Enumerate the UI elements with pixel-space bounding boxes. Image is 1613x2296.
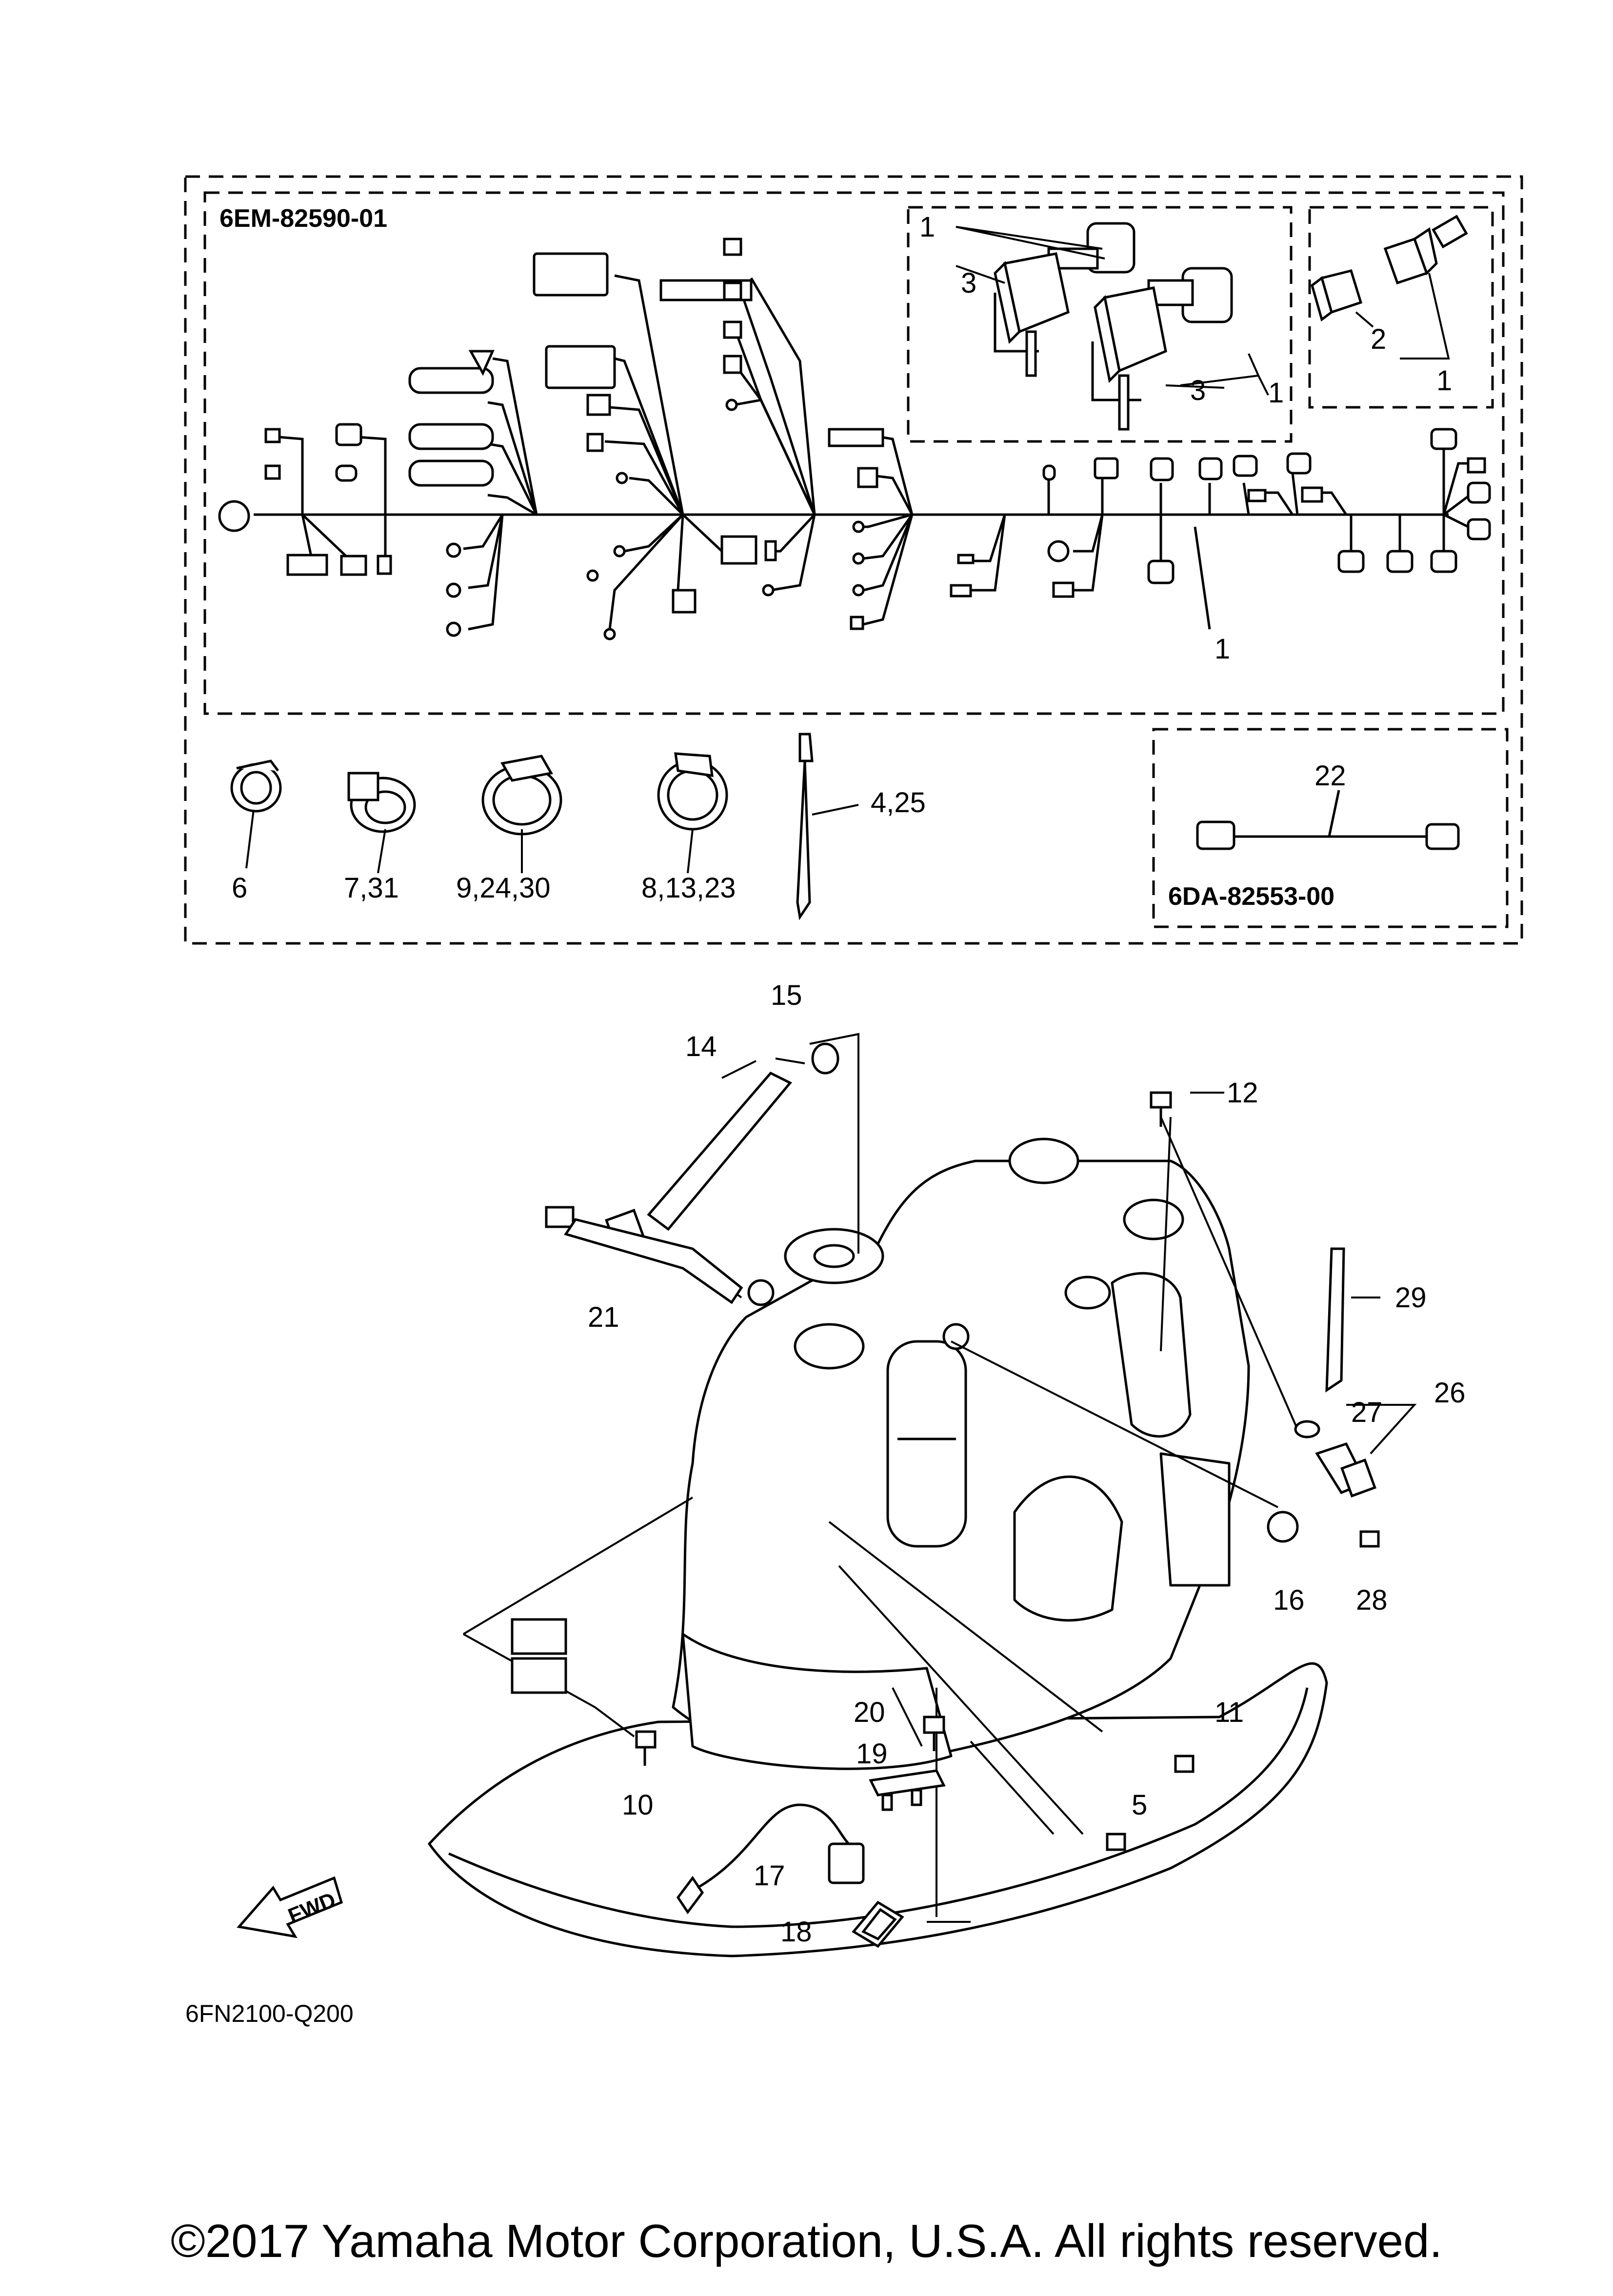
callout-14: 14 (685, 1031, 717, 1062)
callout-16: 16 (1273, 1584, 1305, 1616)
callout-1-coupler: 1 (1436, 365, 1452, 397)
callout-3-relay-right: 3 (1190, 375, 1206, 406)
clamps-row (230, 733, 814, 920)
wire-harness (254, 274, 1474, 631)
callout-1-harness: 1 (1215, 633, 1230, 665)
copyright-notice: ©2017 Yamaha Motor Corporation, U.S.A. A… (170, 2215, 1443, 2267)
callout-11: 11 (1215, 1697, 1244, 1728)
callout-5: 5 (1132, 1789, 1147, 1821)
callout-6: 6 (232, 872, 247, 904)
coupler-leaders (1355, 273, 1450, 359)
engine-leaders (462, 1033, 1417, 1923)
relay-dashed-box (907, 206, 1293, 443)
callout-4-25: 4,25 (871, 787, 926, 819)
callout-10: 10 (622, 1789, 654, 1821)
callout-19: 19 (856, 1738, 888, 1770)
callout-9-24-30: 9,24,30 (456, 872, 551, 904)
engine-illustration (428, 1138, 1328, 1957)
harness-part-number: 6EM-82590-01 (219, 204, 387, 233)
callout-3-relay-left: 3 (961, 267, 976, 299)
callout-1-relay-left: 1 (919, 211, 935, 243)
relay-assembly (994, 222, 1233, 431)
starter-motor (886, 1340, 967, 1548)
callout-20: 20 (854, 1697, 885, 1728)
callout-1-relay-right: 1 (1268, 377, 1284, 409)
relay-leaders (956, 226, 1269, 396)
engine-small-parts (237, 1042, 1380, 1948)
figure-code: 6FN2100-Q200 (185, 2000, 354, 2027)
sub-harness-part-number: 6DA-82553-00 (1168, 882, 1334, 911)
callout-17: 17 (754, 1860, 785, 1892)
callout-29: 29 (1395, 1282, 1427, 1314)
harness-dashed-box (203, 191, 1505, 715)
callout-15: 15 (771, 979, 802, 1011)
wire-harness-group (184, 175, 1523, 945)
callout-8-13-23: 8,13,23 (641, 872, 736, 904)
coupler-parts (1311, 215, 1468, 322)
clamps-leaders (245, 804, 859, 874)
sub-harness-dashed-box (1152, 728, 1509, 928)
callout-7-31: 7,31 (344, 872, 399, 904)
callout-26: 26 (1434, 1377, 1466, 1409)
coupler-dashed-box (1308, 206, 1494, 409)
sub-harness (1196, 790, 1460, 850)
harness-connectors (218, 238, 1491, 640)
callout-18: 18 (780, 1916, 812, 1948)
callout-21: 21 (588, 1301, 619, 1333)
callout-12: 12 (1227, 1077, 1258, 1109)
callout-22: 22 (1314, 760, 1346, 792)
callout-28: 28 (1356, 1584, 1388, 1616)
callout-27: 27 (1351, 1397, 1383, 1428)
callout-2-coupler: 2 (1371, 323, 1386, 355)
fwd-arrow (237, 1876, 343, 1938)
outer-dashed-box (184, 175, 1523, 945)
